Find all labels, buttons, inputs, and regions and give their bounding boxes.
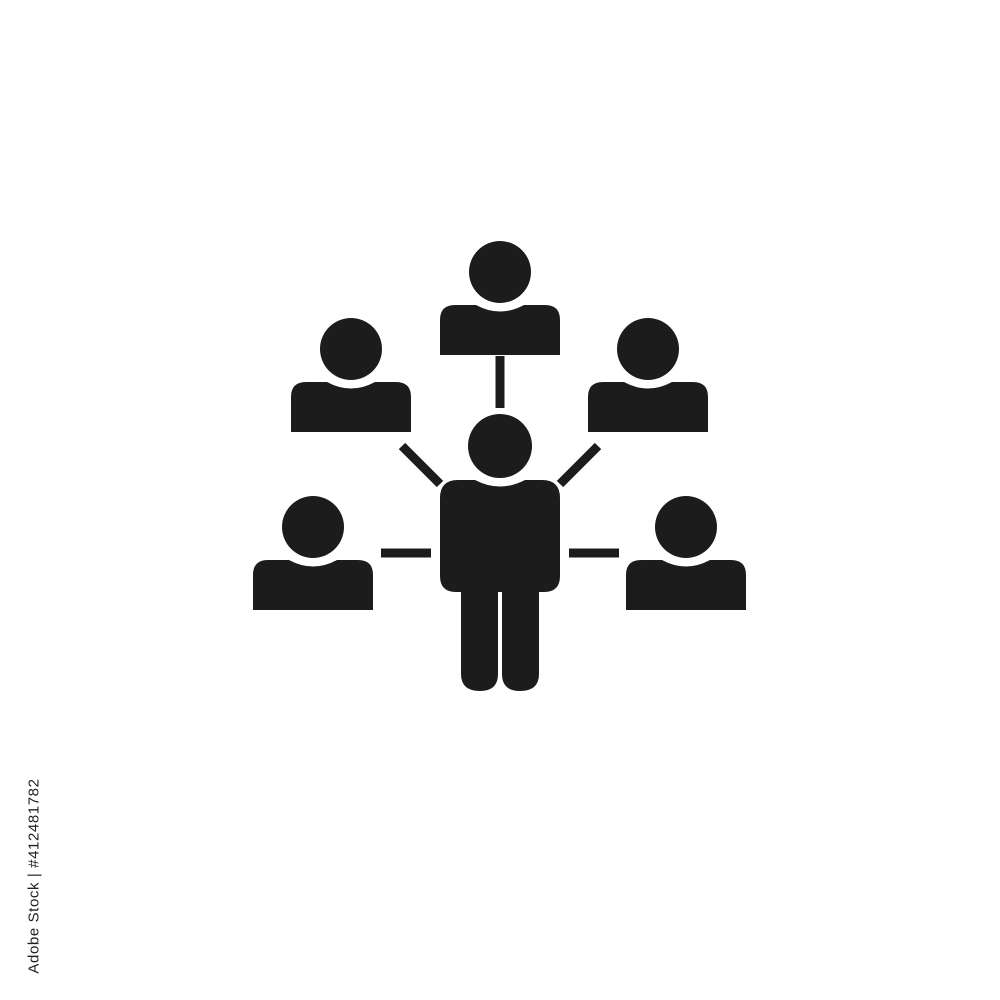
connector-lines xyxy=(381,356,619,558)
central-person-figure xyxy=(440,414,560,691)
person-shoulders xyxy=(440,305,560,355)
person-leg-right xyxy=(502,588,539,691)
person-head xyxy=(320,318,382,380)
person-shoulders xyxy=(626,560,746,610)
person-bust-upper-right xyxy=(588,318,708,432)
stock-id-label: Adobe Stock | #412481782 xyxy=(25,778,43,974)
person-head xyxy=(469,241,531,303)
person-shoulders xyxy=(588,382,708,432)
person-bust-top xyxy=(440,241,560,355)
person-shoulders xyxy=(291,382,411,432)
person-bust-lower-right xyxy=(626,496,746,610)
connector-upper-right xyxy=(556,442,602,488)
person-bust-lower-left xyxy=(253,496,373,610)
person-head xyxy=(282,496,344,558)
person-bust-upper-left xyxy=(291,318,411,432)
person-head xyxy=(617,318,679,380)
person-shoulders xyxy=(253,560,373,610)
person-head xyxy=(468,414,532,478)
connector-upper-left xyxy=(398,442,444,488)
person-head xyxy=(655,496,717,558)
person-torso xyxy=(440,480,560,592)
person-leg-left xyxy=(461,588,498,691)
